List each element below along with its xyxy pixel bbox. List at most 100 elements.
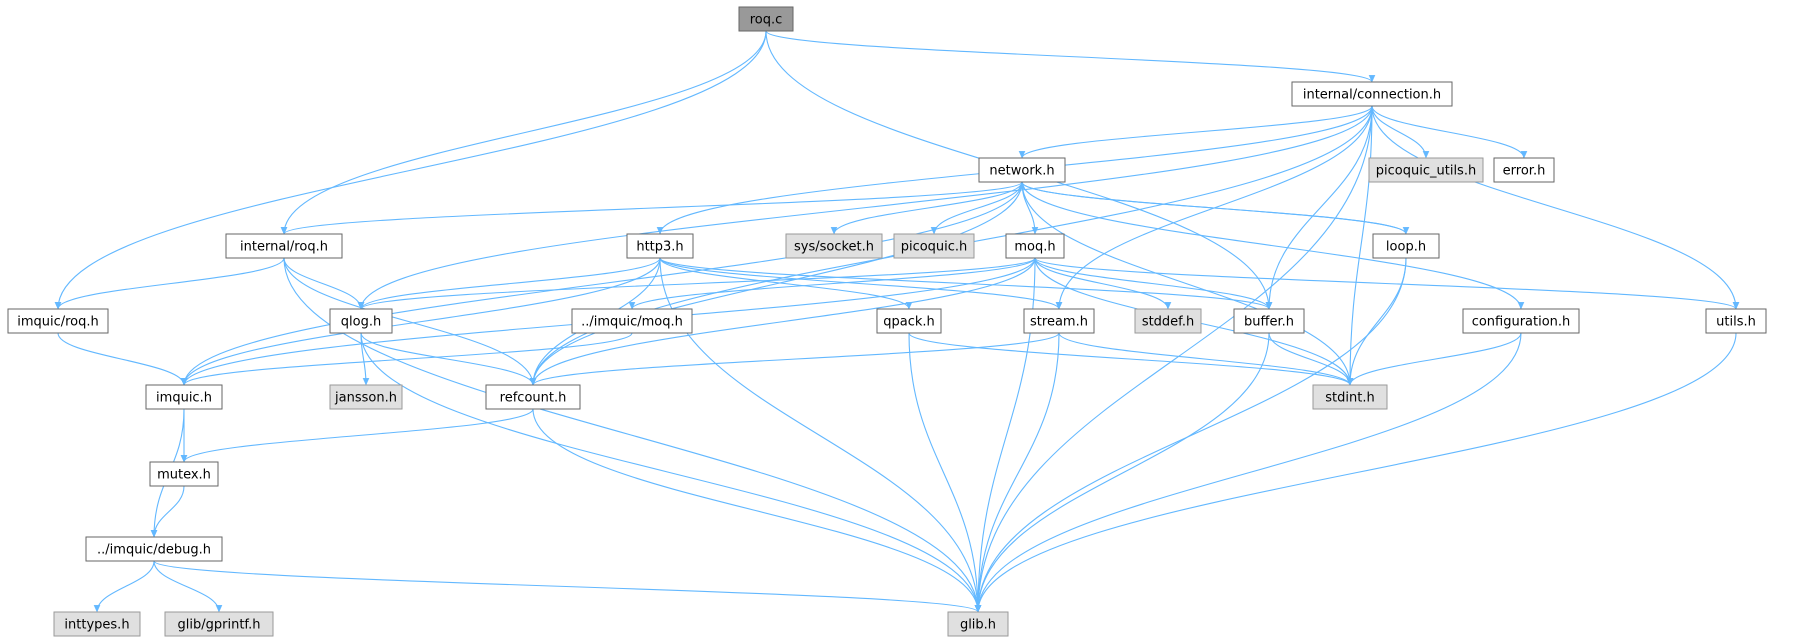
- node-imquic-debug-h[interactable]: ../imquic/debug.h: [85, 536, 223, 562]
- edge-http3_h-to-qpack_h: [659, 257, 909, 309]
- node-box: [329, 384, 403, 410]
- node-box: [225, 233, 343, 259]
- node-label: picoquic_utils.h: [1376, 164, 1476, 179]
- node-utils-h[interactable]: utils.h: [1705, 308, 1767, 334]
- edge-moq_h-to-buffer_h: [1034, 257, 1269, 309]
- edge-configuration_h-to-stdint_h: [1350, 332, 1522, 385]
- node-loop-h[interactable]: loop.h: [1372, 233, 1440, 259]
- edge-roq_c-to-internal_roq_h: [284, 30, 767, 234]
- node-box: [1372, 233, 1440, 259]
- node-qpack-h[interactable]: qpack.h: [876, 308, 942, 334]
- edge-internal_connection_h-to-picoquic_utils_h: [1371, 105, 1426, 158]
- node-configuration-h[interactable]: configuration.h: [1462, 308, 1580, 334]
- node-label: loop.h: [1386, 240, 1426, 255]
- node-label: refcount.h: [500, 391, 567, 406]
- node-buffer-h[interactable]: buffer.h: [1233, 308, 1305, 334]
- edge-moq_h-to-utils_h: [1034, 257, 1736, 310]
- node-box: [53, 611, 141, 637]
- node-label: internal/connection.h: [1303, 88, 1441, 103]
- node-box: [626, 233, 694, 259]
- node-label: inttypes.h: [64, 618, 129, 633]
- node-network-h[interactable]: network.h: [978, 157, 1066, 183]
- edge-internal_roq_h-to-refcount_h: [283, 257, 533, 385]
- node-internal-connection-h[interactable]: internal/connection.h: [1291, 81, 1453, 107]
- node-internal-roq-h[interactable]: internal/roq.h: [225, 233, 343, 259]
- node-box: [785, 233, 883, 259]
- edge-network_h-to-sys_socket_h: [834, 181, 1023, 234]
- edge-qpack_h-to-stdint_h: [908, 332, 1350, 386]
- node-refcount-h[interactable]: refcount.h: [485, 384, 581, 410]
- node-imquic-moq-h[interactable]: ../imquic/moq.h: [571, 308, 693, 334]
- edge-internal_connection_h-to-error_h: [1371, 105, 1524, 158]
- node-label: imquic.h: [156, 391, 212, 406]
- edge-qlog_h-to-refcount_h: [360, 332, 533, 385]
- node-imquic-roq-h[interactable]: imquic/roq.h: [7, 308, 109, 334]
- node-moq-h[interactable]: moq.h: [1005, 233, 1065, 259]
- edge-moq_h-to-qlog_h: [361, 257, 1036, 310]
- edge-utils_h-to-glib_h: [978, 332, 1737, 612]
- edge-internal_connection_h-to-stdint_h: [1350, 105, 1373, 385]
- node-label: error.h: [1503, 164, 1546, 179]
- edge-http3_h-to-stream_h: [659, 257, 1059, 310]
- edge-roq_c-to-internal_connection_h: [765, 30, 1372, 83]
- edge-network_h-to-stdint_h: [1021, 181, 1350, 385]
- node-box: [1291, 81, 1453, 107]
- edge-imquic_debug_h-to-glib_h: [153, 560, 978, 613]
- node-stdint-h: stdint.h: [1312, 384, 1388, 410]
- edge-imquic_roq_h-to-imquic_h: [57, 332, 184, 385]
- edge-refcount_h-to-glib_h: [532, 408, 978, 612]
- node-label: stream.h: [1030, 315, 1088, 330]
- edge-moq_h-to-stddef_h: [1034, 257, 1168, 309]
- node-label: network.h: [989, 164, 1054, 179]
- node-label: glib.h: [960, 618, 996, 633]
- edge-moq_h-to-refcount_h: [533, 257, 1036, 385]
- node-box: [1005, 233, 1065, 259]
- node-label: qpack.h: [883, 315, 935, 330]
- node-jansson-h: jansson.h: [329, 384, 403, 410]
- edge-mutex_h-to-imquic_debug_h: [154, 485, 185, 537]
- edge-internal_connection_h-to-network_h: [1022, 105, 1373, 158]
- edge-refcount_h-to-mutex_h: [184, 408, 534, 462]
- node-label: ../imquic/debug.h: [97, 543, 211, 558]
- edge-internal_connection_h-to-glib_h: [978, 105, 1373, 612]
- node-label: picoquic.h: [901, 240, 968, 255]
- edge-internal_connection_h-to-buffer_h: [1269, 105, 1373, 309]
- edge-network_h-to-internal_roq_h: [284, 181, 1023, 235]
- edge-internal_roq_h-to-qlog_h: [283, 257, 361, 309]
- node-stream-h[interactable]: stream.h: [1023, 308, 1095, 334]
- node-box: [1462, 308, 1580, 334]
- node-picoquic-utils-h: picoquic_utils.h: [1368, 157, 1484, 183]
- node-error-h[interactable]: error.h: [1493, 157, 1555, 183]
- node-box: [149, 461, 219, 487]
- edge-internal_roq_h-to-glib_h: [283, 257, 978, 612]
- edge-loop_h-to-glib_h: [978, 257, 1407, 612]
- node-sys-socket-h: sys/socket.h: [785, 233, 883, 259]
- node-glib-h: glib.h: [947, 611, 1009, 637]
- node-box: [1368, 157, 1484, 183]
- node-picoquic-h: picoquic.h: [893, 233, 975, 259]
- edge-loop_h-to-network_h: [1022, 181, 1407, 235]
- node-label: utils.h: [1716, 315, 1756, 330]
- node-qlog-h[interactable]: qlog.h: [329, 308, 393, 334]
- edge-http3_h-to-qlog_h: [361, 257, 661, 309]
- node-box: [893, 233, 975, 259]
- edge-imquic_debug_h-to-glib_gprintf_h: [153, 560, 219, 612]
- node-imquic-h[interactable]: imquic.h: [145, 384, 223, 410]
- node-box: [738, 6, 794, 32]
- node-box: [485, 384, 581, 410]
- node-mutex-h[interactable]: mutex.h: [149, 461, 219, 487]
- node-box: [145, 384, 223, 410]
- edge-stream_h-to-stdint_h: [1058, 332, 1350, 385]
- edge-qlog_h-to-glib_h: [360, 332, 978, 612]
- node-roq-c[interactable]: roq.c: [738, 6, 794, 32]
- edge-qpack_h-to-glib_h: [908, 332, 978, 612]
- node-http3-h[interactable]: http3.h: [626, 233, 694, 259]
- node-label: roq.c: [750, 13, 783, 28]
- node-box: [947, 611, 1009, 637]
- node-box: [85, 536, 223, 562]
- edge-buffer_h-to-stdint_h: [1268, 332, 1350, 385]
- edge-network_h-to-picoquic_h: [934, 181, 1023, 234]
- node-label: mutex.h: [157, 468, 211, 483]
- edge-configuration_h-to-glib_h: [978, 332, 1522, 612]
